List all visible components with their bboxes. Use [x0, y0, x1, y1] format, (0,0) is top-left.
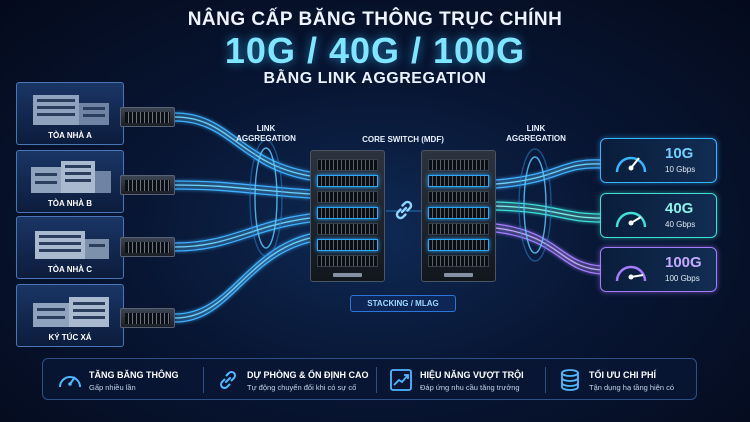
core-switch-rack-2: [421, 150, 496, 282]
speed-value: 100G: [665, 254, 702, 271]
aggregation-ring-right: [523, 156, 547, 254]
benefit-title: HIỆU NĂNG VƯỢT TRỘI: [420, 370, 524, 380]
benefit-title: DỰ PHÒNG & ỔN ĐỊNH CAO: [247, 370, 369, 380]
speed-card-40g: 40G 40 Gbps: [600, 193, 717, 238]
access-switch-dorm: [120, 308, 175, 328]
building-label: KÝ TÚC XÁ: [48, 333, 92, 342]
benefit-desc: Đáp ứng nhu cầu tăng trưởng: [420, 383, 520, 392]
speedometer-icon: [59, 376, 81, 388]
building-card-b: TÒA NHÀ B: [16, 150, 124, 213]
link-aggregation-label-left: LINK AGGREGATION: [236, 124, 296, 143]
benefit-performance: HIỆU NĂNG VƯỢT TRỘI Đáp ứng nhu cầu tăng…: [388, 359, 548, 401]
access-switch-c: [120, 237, 175, 257]
building-label: TÒA NHÀ A: [48, 131, 92, 140]
building-icon: [35, 231, 109, 259]
speedometer-icon: [615, 211, 647, 228]
growth-chart-icon: [390, 369, 412, 391]
speed-card-10g: 10G 10 Gbps: [600, 138, 717, 183]
building-icon: [33, 95, 109, 125]
building-card-c: TÒA NHÀ C: [16, 216, 124, 279]
access-switch-a: [120, 107, 175, 127]
speed-unit: 40 Gbps: [665, 220, 696, 229]
benefit-title: TỐI ƯU CHI PHÍ: [589, 370, 656, 380]
link-aggregation-label-right: LINK AGGREGATION: [506, 124, 566, 143]
aggregation-ring-left: [254, 147, 278, 249]
building-card-dorm: KÝ TÚC XÁ: [16, 284, 124, 347]
benefits-bar: TĂNG BĂNG THÔNG Gấp nhiều lần DỰ PHÒNG &…: [42, 358, 697, 400]
stacking-label: STACKING / MLAG: [350, 295, 456, 312]
coin-stack-icon: [561, 369, 579, 391]
subheadline: BẰNG LINK AGGREGATION: [263, 70, 487, 87]
building-card-a: TÒA NHÀ A: [16, 82, 124, 145]
speed-card-100g: 100G 100 Gbps: [600, 247, 717, 292]
benefit-title: TĂNG BĂNG THÔNG: [89, 370, 179, 380]
building-icon: [31, 161, 111, 193]
benefit-desc: Tận dụng hạ tầng hiện có: [589, 383, 675, 392]
speed-unit: 10 Gbps: [665, 165, 696, 174]
speedometer-icon: [615, 265, 647, 282]
building-label: TÒA NHÀ C: [47, 265, 93, 274]
building-label: TÒA NHÀ B: [47, 199, 93, 208]
speed-value: 40G: [665, 200, 694, 217]
benefit-cost: TỐI ƯU CHI PHÍ Tận dụng hạ tầng hiện có: [557, 359, 692, 401]
speedometer-icon: [615, 156, 647, 173]
building-icon: [33, 297, 109, 327]
access-switch-b: [120, 175, 175, 195]
benefit-redundancy: DỰ PHÒNG & ỔN ĐỊNH CAO Tự động chuyển đổ…: [215, 359, 385, 401]
chain-link-icon: [395, 200, 413, 220]
headline: NÂNG CẤP BĂNG THÔNG TRỤC CHÍNH: [187, 9, 563, 30]
speed-value: 10G: [665, 145, 694, 162]
chain-link-icon: [219, 370, 237, 390]
core-switch-rack-1: [310, 150, 385, 282]
benefit-bandwidth: TĂNG BĂNG THÔNG Gấp nhiều lần: [57, 359, 207, 401]
speed-unit: 100 Gbps: [665, 274, 700, 283]
speed-headline: 10G / 40G / 100G: [224, 30, 526, 71]
core-switch-label: CORE SWITCH (MDF): [362, 135, 444, 144]
benefit-desc: Gấp nhiều lần: [89, 383, 136, 392]
benefit-desc: Tự động chuyển đổi khi có sự cố: [247, 383, 357, 392]
